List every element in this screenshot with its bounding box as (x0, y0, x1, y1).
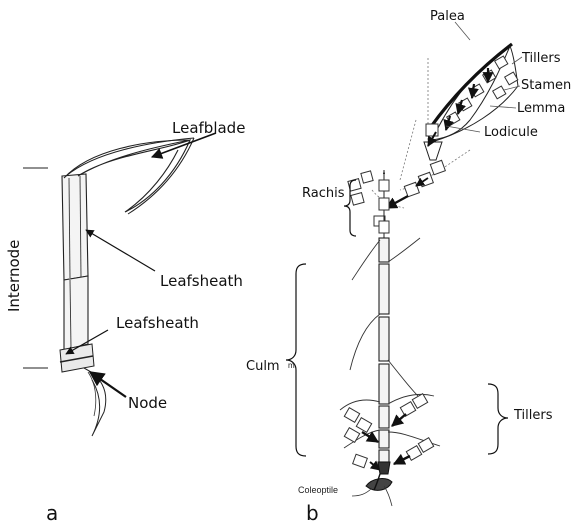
rachis-left-box-3 (361, 171, 373, 183)
rachis-node-2 (379, 198, 389, 210)
label-culm-marker: m (288, 361, 295, 370)
label-internode: Internode (5, 240, 23, 312)
palea-pointer (455, 22, 470, 40)
label-leafblade: Leafblade (172, 119, 245, 137)
label-stamen: Stamen (521, 78, 571, 93)
panel-a: Leafblade Internode Leafsheath Leafsheat… (5, 119, 245, 524)
tiller-box-6 (406, 446, 421, 461)
label-coleoptile: Coleoptile (298, 485, 338, 495)
base-crown (378, 462, 390, 474)
panel-b: Palea Tillers Stamen Lemma Lodicule Rach… (246, 9, 571, 524)
label-tillers-bottom: Tillers (513, 408, 553, 423)
label-node: Node (128, 394, 167, 412)
root-1 (352, 488, 372, 496)
tiller-arrow-1 (362, 432, 378, 442)
leafsheath-upper-arrow (86, 230, 155, 271)
culm-leaf-3 (350, 314, 380, 370)
rachis-left-box-2 (351, 193, 364, 206)
culm-internode-2 (379, 264, 389, 314)
tiller-arrow-3 (394, 456, 410, 464)
label-leafsheath-lower: Leafsheath (116, 314, 199, 332)
lodicule-funnel (424, 142, 442, 160)
label-palea: Palea (430, 9, 465, 24)
culm-internode-1 (379, 238, 389, 262)
culm-leaf-4 (388, 360, 418, 396)
culm-internode-5 (379, 406, 389, 428)
lemma-pointer (490, 106, 516, 108)
tillers-brace (488, 384, 508, 454)
rachis-node-3 (379, 221, 389, 233)
tiller-arrow-2 (392, 414, 406, 426)
lodicule-box (426, 124, 438, 136)
tiller-box-4 (400, 402, 415, 417)
panel-a-label: a (46, 501, 58, 524)
lower-curled-leaf (84, 368, 106, 436)
panel-b-label: b (306, 501, 319, 524)
culm-brace (286, 264, 306, 456)
lower-internode (64, 276, 88, 350)
label-rachis: Rachis (302, 186, 345, 201)
tiller-box-5 (412, 394, 427, 409)
label-lemma: Lemma (517, 101, 565, 116)
culm-internode-6 (379, 430, 389, 448)
rachis-node-1 (379, 180, 389, 191)
guide-dotted-2 (400, 120, 416, 180)
tiller-box-1 (344, 408, 359, 423)
culm-leaf-2 (388, 238, 420, 262)
culm-internode-4 (379, 364, 389, 404)
tiller-box-2 (356, 418, 371, 433)
label-lodicule: Lodicule (484, 125, 538, 140)
label-tillers-top: Tillers (521, 51, 561, 66)
culm-leaf-5 (340, 400, 380, 410)
stamen-pointer (504, 86, 520, 90)
culm-internode-7 (379, 450, 389, 462)
tiller-box-3 (344, 428, 359, 443)
label-culm: Culm (246, 359, 280, 374)
culm-leaf-1 (352, 240, 380, 280)
rachis-tip-marker (383, 170, 385, 174)
tiller-box-8 (353, 454, 368, 468)
rachis-branch-box-3 (430, 160, 445, 174)
seed (366, 479, 392, 491)
label-leafsheath-upper: Leafsheath (160, 272, 243, 290)
culm-internode-3 (379, 317, 389, 361)
floret-7 (493, 86, 506, 99)
upper-leaf-sheath (62, 174, 88, 280)
